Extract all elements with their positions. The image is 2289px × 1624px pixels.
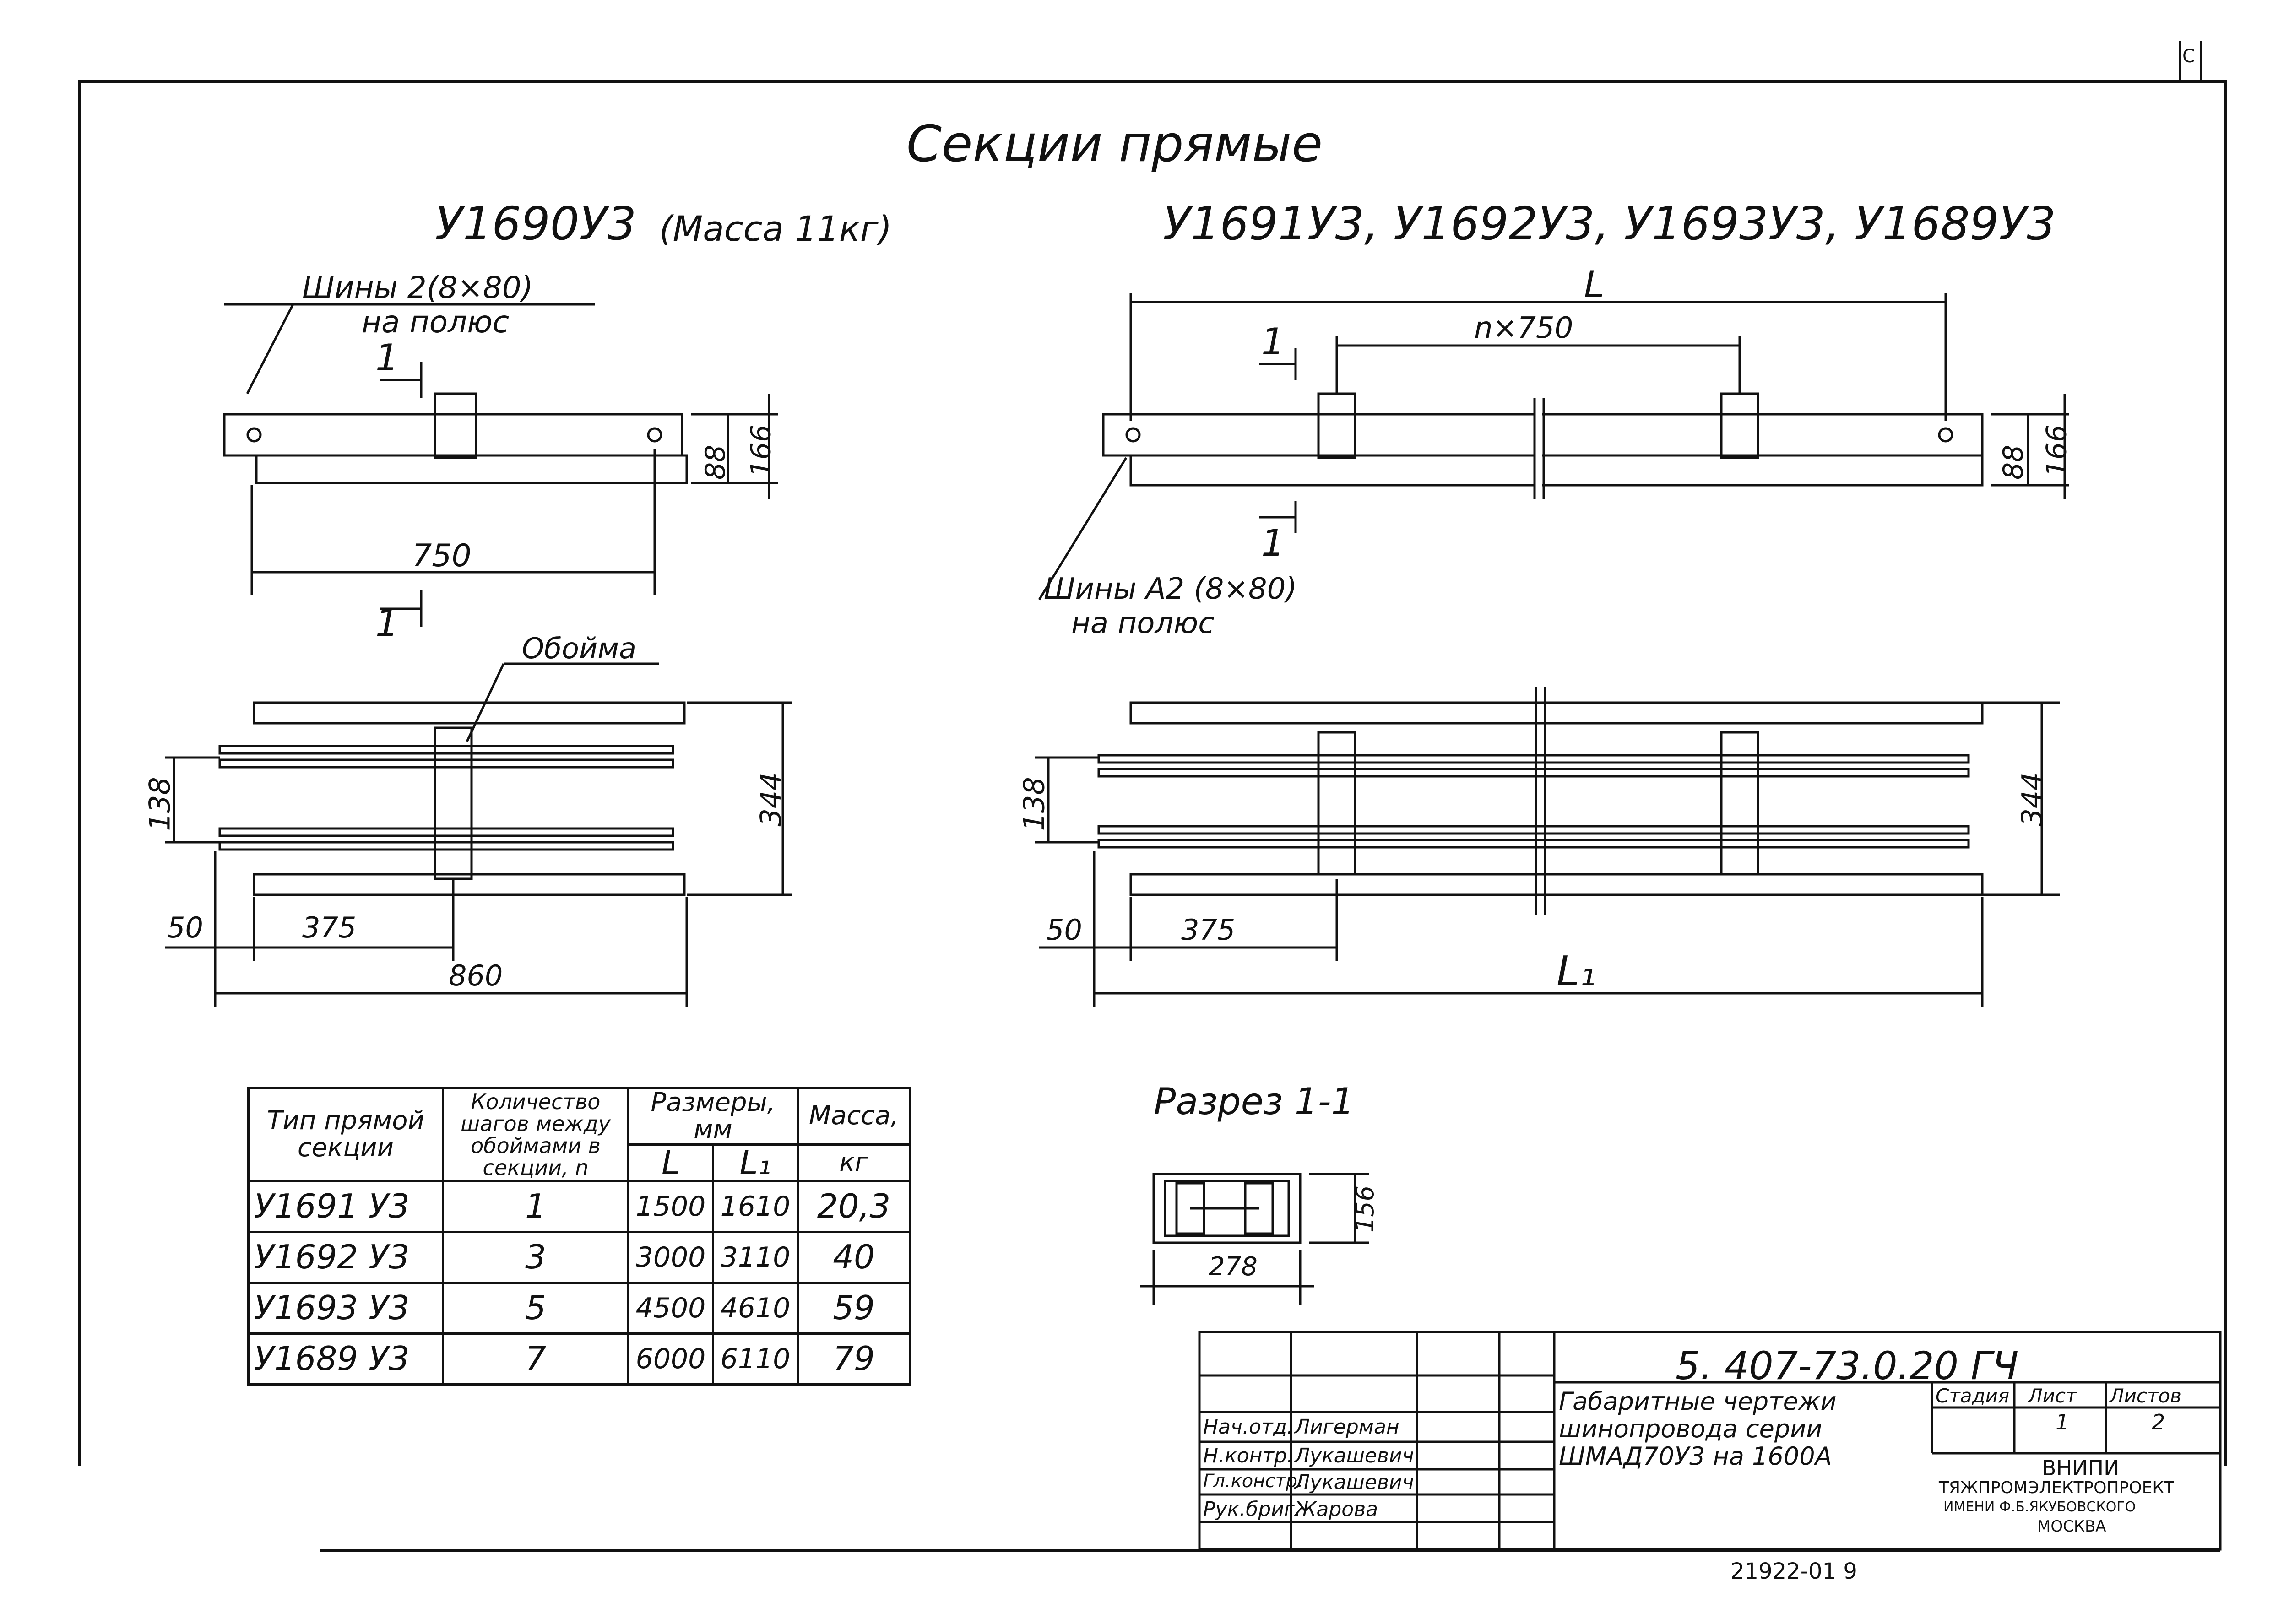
stage-label: Стадия [1936,1385,2010,1407]
cell-L1: 3110 [712,1231,799,1284]
right-section-mark-bottom: 1 [1261,522,1285,564]
table-row: У1692 У3 3 3000 3110 40 [247,1231,911,1284]
cell-mass: 20,3 [797,1180,911,1234]
left-section-mark-bottom: 1 [375,602,399,644]
cell-n: 3 [442,1231,629,1284]
sheets-value: 2 [2152,1410,2165,1435]
right-dim-375: 375 [1181,913,1236,947]
left-dim-50: 50 [167,911,203,944]
title-block-grid [1198,1331,2222,1551]
cell-type: У1692 У3 [247,1231,444,1284]
cell-L: 3000 [627,1231,714,1284]
right-dim-166: 166 [2040,424,2073,477]
cell-L1: 1610 [712,1180,799,1234]
table-row: У1693 У3 5 4500 4610 59 [247,1282,911,1335]
signer-role: Гл.констр. [1203,1471,1303,1492]
right-bus-label-1: Шины А2 (8×80) [1044,572,1297,606]
signer-name: Жарова [1295,1498,1378,1521]
right-dim-88: 88 [1997,444,2030,480]
left-section-mark-top: 1 [375,336,399,379]
sheet-corner-mark: С [2182,46,2195,67]
signer-name: Лигерман [1295,1415,1399,1439]
section-dim-156: 156 [1351,1185,1380,1233]
header-sizes: Размеры, мм [627,1087,799,1146]
left-plan-view [165,662,792,1007]
header-type: Тип прямой секции [247,1087,444,1183]
signer-role: Нач.отд. [1203,1415,1293,1439]
left-dim-750: 750 [412,538,472,574]
left-dim-860: 860 [449,959,503,992]
left-dim-166: 166 [745,424,777,477]
cell-mass: 40 [797,1231,911,1284]
sheet-corner-box: С [2179,41,2202,80]
signer-role: Рук.бриг. [1203,1498,1301,1521]
doc-title-line-1: Габаритные чертежи [1559,1387,1837,1416]
right-plan-view [1035,687,2060,1007]
right-dim-50: 50 [1046,913,1082,947]
org-line-2: ТЯЖПРОМЭЛЕКТРОПРОЕКТ [1939,1478,2174,1497]
header-mass: Масса, [797,1087,911,1146]
left-top-view [223,303,778,627]
cell-n: 5 [442,1282,629,1335]
cell-L1: 4610 [712,1282,799,1335]
right-section-mark-top: 1 [1261,320,1285,363]
main-title: Секции прямые [906,114,1323,173]
frame-bottom-line [320,1549,2220,1552]
cell-n: 1 [442,1180,629,1234]
left-dim-138: 138 [143,777,177,831]
right-dim-L1: L₁ [1557,947,1596,996]
table-row: У1689 У3 7 6000 6110 79 [247,1332,911,1386]
right-dim-n750: n×750 [1474,311,1573,345]
doc-title-line-2: шинопровода серии [1559,1414,1823,1443]
right-view-title: У1691У3, У1692У3, У1693У3, У1689У3 [1163,197,2056,250]
right-dim-138: 138 [1017,777,1051,831]
signer-role: Н.контр. [1203,1444,1293,1467]
signer-name: Лукашевич [1295,1471,1414,1494]
inventory-number: 21922-01 9 [1730,1559,1857,1584]
header-L1: L₁ [712,1143,799,1183]
right-bus-label-2: на полюс [1071,606,1215,640]
left-clamp-label: Обойма [522,632,637,665]
left-bus-label-2: на полюс [362,304,510,340]
cell-mass: 79 [797,1332,911,1386]
sheet-label: Лист [2028,1385,2077,1407]
drawing-frame [78,80,2227,1466]
header-mass-unit: кг [797,1143,911,1183]
sheets-label: Листов [2110,1385,2181,1407]
cell-L: 1500 [627,1180,714,1234]
left-dim-375: 375 [302,911,357,944]
doc-title-line-3: ШМАД70У3 на 1600А [1559,1442,1832,1471]
org-line-4: МОСКВА [2037,1517,2106,1536]
left-bus-label-1: Шины 2(8×80) [302,270,533,305]
cell-type: У1689 У3 [247,1332,444,1386]
section-title: Разрез 1-1 [1154,1080,1355,1123]
doc-code: 5. 407-73.0.20 ГЧ [1676,1343,2019,1388]
left-dim-344: 344 [754,772,788,827]
left-dim-88: 88 [700,444,732,480]
section-dim-278: 278 [1209,1252,1258,1282]
sheet-value: 1 [2056,1410,2069,1435]
cell-type: У1691 У3 [247,1180,444,1234]
cell-L: 6000 [627,1332,714,1386]
org-line-1: ВНИПИ [2042,1456,2120,1480]
table-row: У1691 У3 1 1500 1610 20,3 [247,1180,911,1234]
signer-name: Лукашевич [1295,1444,1414,1467]
right-top-view [1038,293,2069,601]
cell-type: У1693 У3 [247,1282,444,1335]
left-view-title: У1690У3 [435,197,636,250]
left-view-mass: (Масса 11кг) [659,208,892,249]
spec-table: Тип прямой секции Количество шагов между… [247,1087,911,1386]
header-steps: Количество шагов между обоймами в секции… [442,1087,629,1183]
right-dim-L: L [1584,263,1605,306]
cell-mass: 59 [797,1282,911,1335]
org-line-3: ИМЕНИ Ф.Б.ЯКУБОВСКОГО [1943,1499,2136,1515]
header-L: L [627,1143,714,1183]
right-dim-344: 344 [2015,772,2049,827]
cell-L: 4500 [627,1282,714,1335]
section-view [1140,1173,1369,1305]
cell-L1: 6110 [712,1332,799,1386]
cell-n: 7 [442,1332,629,1386]
